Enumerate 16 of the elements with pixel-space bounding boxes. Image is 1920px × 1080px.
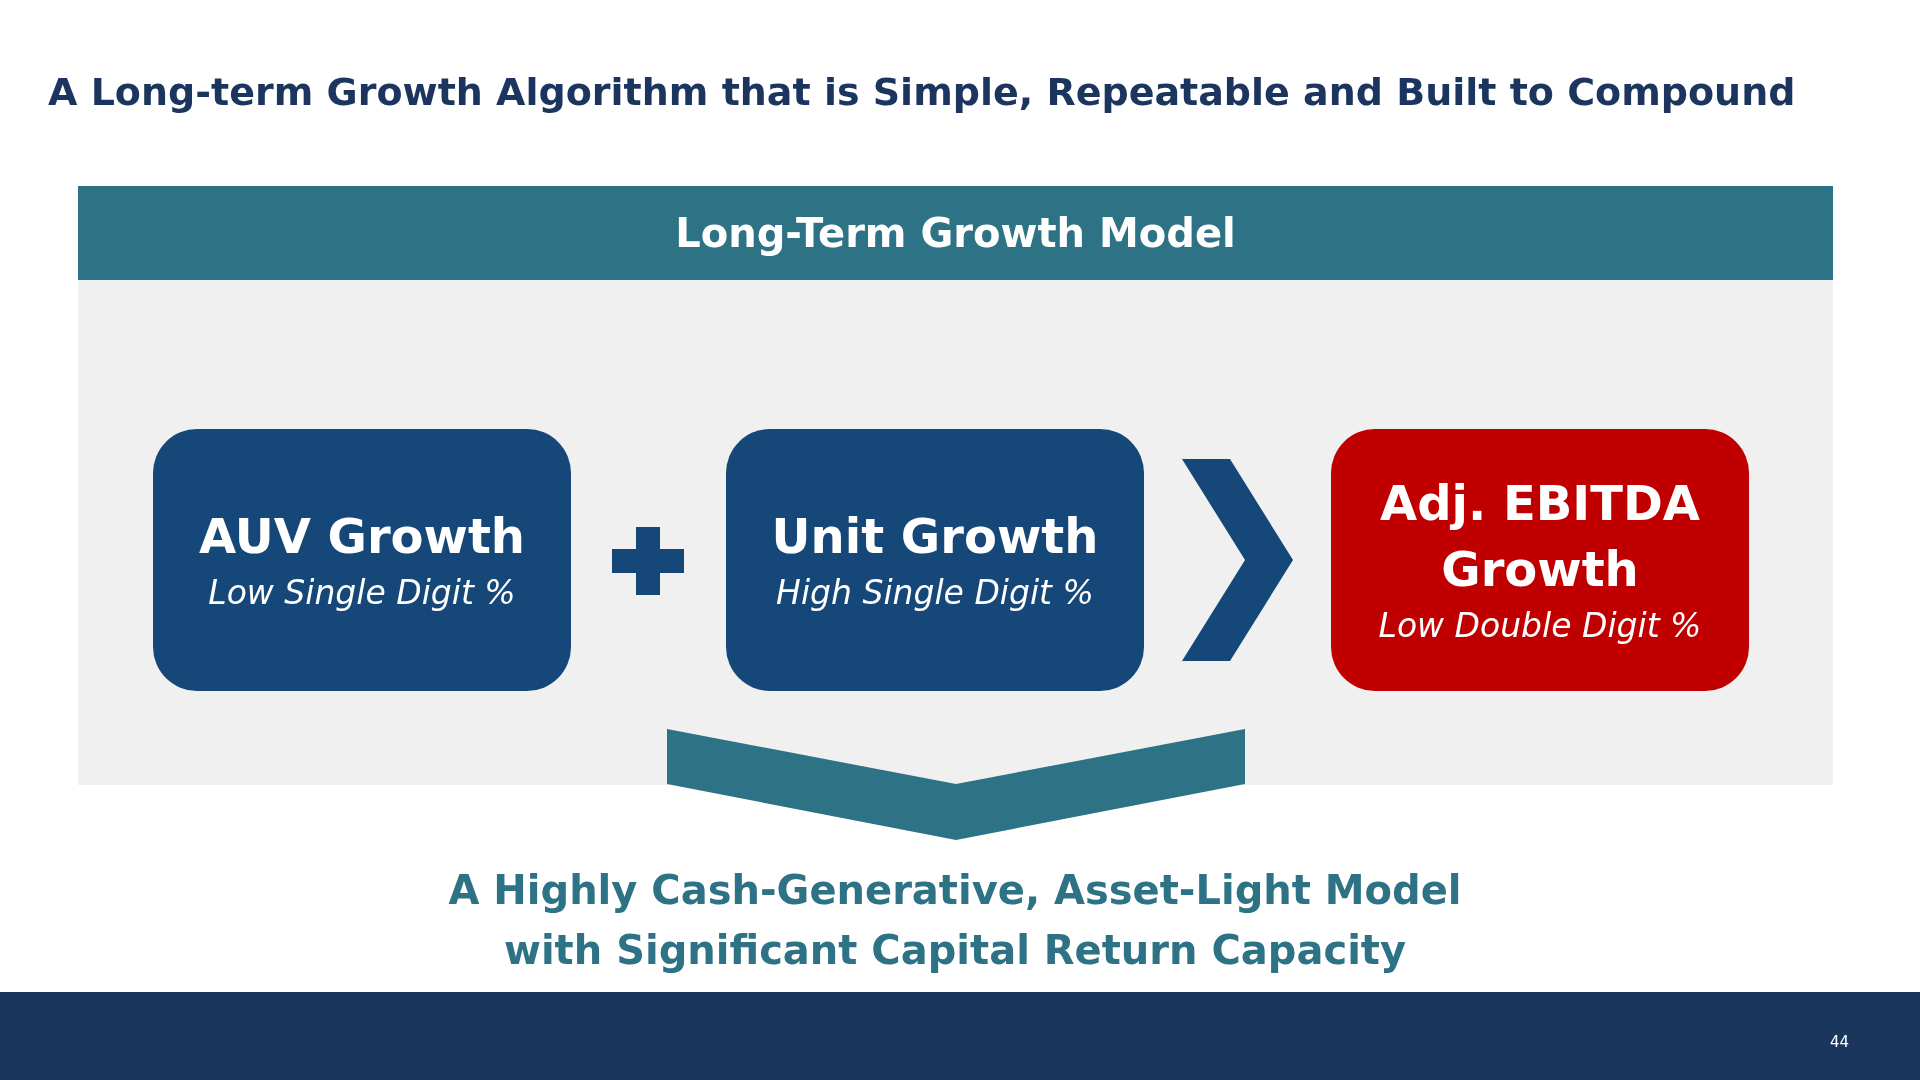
box-subtitle: Low Single Digit % bbox=[208, 572, 516, 614]
chevron-arrow bbox=[667, 729, 1245, 840]
box-subtitle: High Single Digit % bbox=[776, 572, 1094, 614]
page-number: 44 bbox=[1830, 1033, 1850, 1051]
chevron-arrow bbox=[1182, 459, 1293, 661]
conclusion-text: A Highly Cash-Generative, Asset-Light Model with Significant Capital Return Capacity bbox=[440, 860, 1470, 980]
box-title: AUV Growth bbox=[199, 507, 525, 566]
box-title: Adj. EBITDA Growth bbox=[1379, 474, 1701, 599]
box-subtitle: Low Double Digit % bbox=[1378, 605, 1702, 647]
metric-box bbox=[153, 429, 571, 691]
metric-box bbox=[1331, 429, 1749, 691]
panel-header: Long-Term Growth Model bbox=[78, 186, 1833, 280]
slide-title: A Long-term Growth Algorithm that is Simple, Repeatable and Built to Compound bbox=[48, 70, 1796, 114]
metric-box bbox=[726, 429, 1144, 691]
box-title: Unit Growth bbox=[771, 507, 1099, 566]
panel-background bbox=[78, 186, 1833, 785]
